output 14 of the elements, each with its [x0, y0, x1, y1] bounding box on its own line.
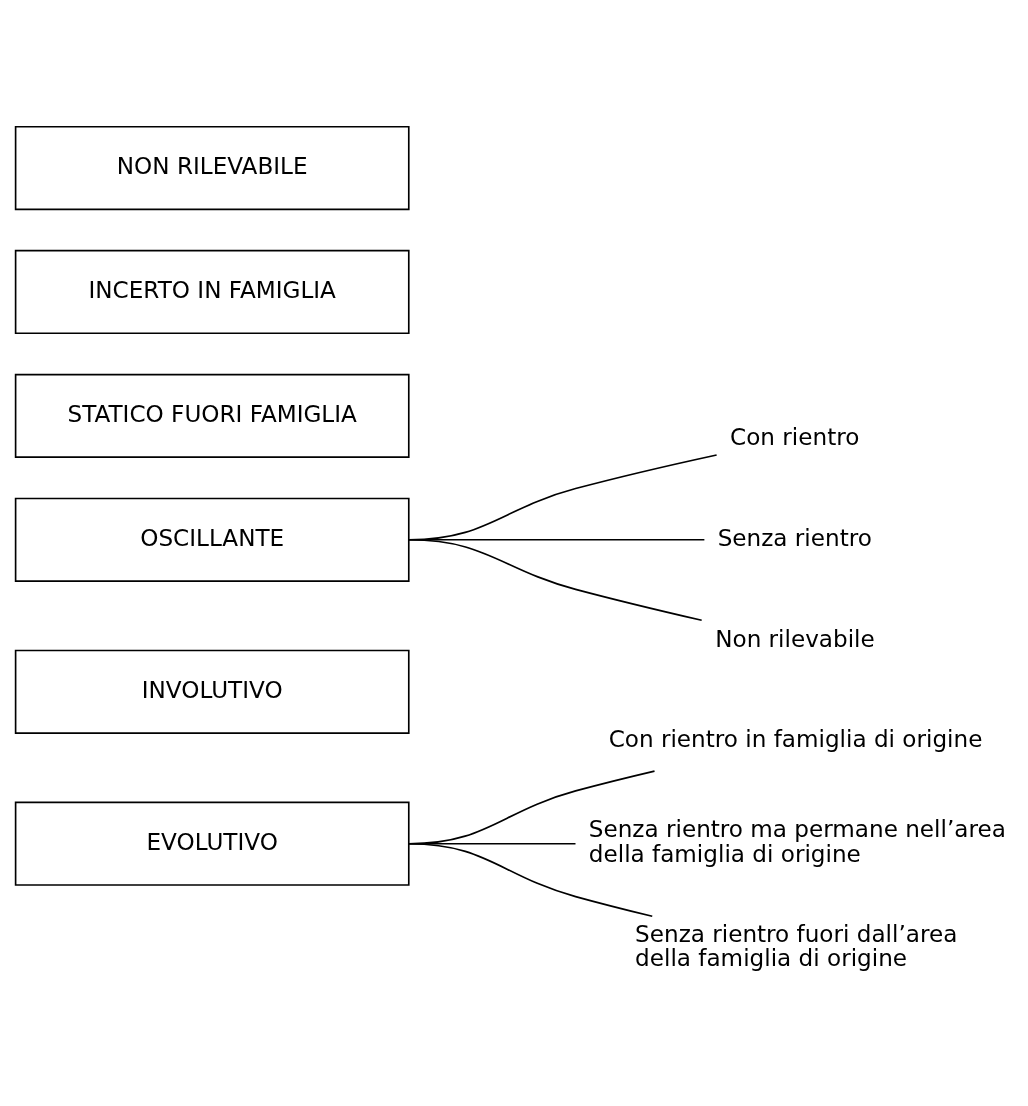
node-box: OSCILLANTE: [14, 497, 410, 582]
node-box: INVOLUTIVO: [14, 649, 410, 734]
node-box: STATICO FUORI FAMIGLIA: [14, 373, 410, 458]
node-text: Senza rientro fuori dall’area della famiglia di origine: [634, 920, 957, 972]
node-text: Senza rientro: [717, 524, 872, 551]
connector: [407, 538, 702, 622]
node-text: Senza rientro ma permane nell’area della famiglia di origine: [588, 816, 1006, 868]
node-text: Con rientro in famiglia di origine: [608, 726, 982, 753]
node-box: NON RILEVABILE: [14, 125, 410, 211]
node-box: INCERTO IN FAMIGLIA: [14, 249, 410, 335]
node-text: Con rientro: [729, 424, 859, 451]
node-box: EVOLUTIVO: [14, 801, 410, 886]
connector: [407, 842, 653, 918]
node-text: Non rilevabile: [714, 625, 875, 652]
